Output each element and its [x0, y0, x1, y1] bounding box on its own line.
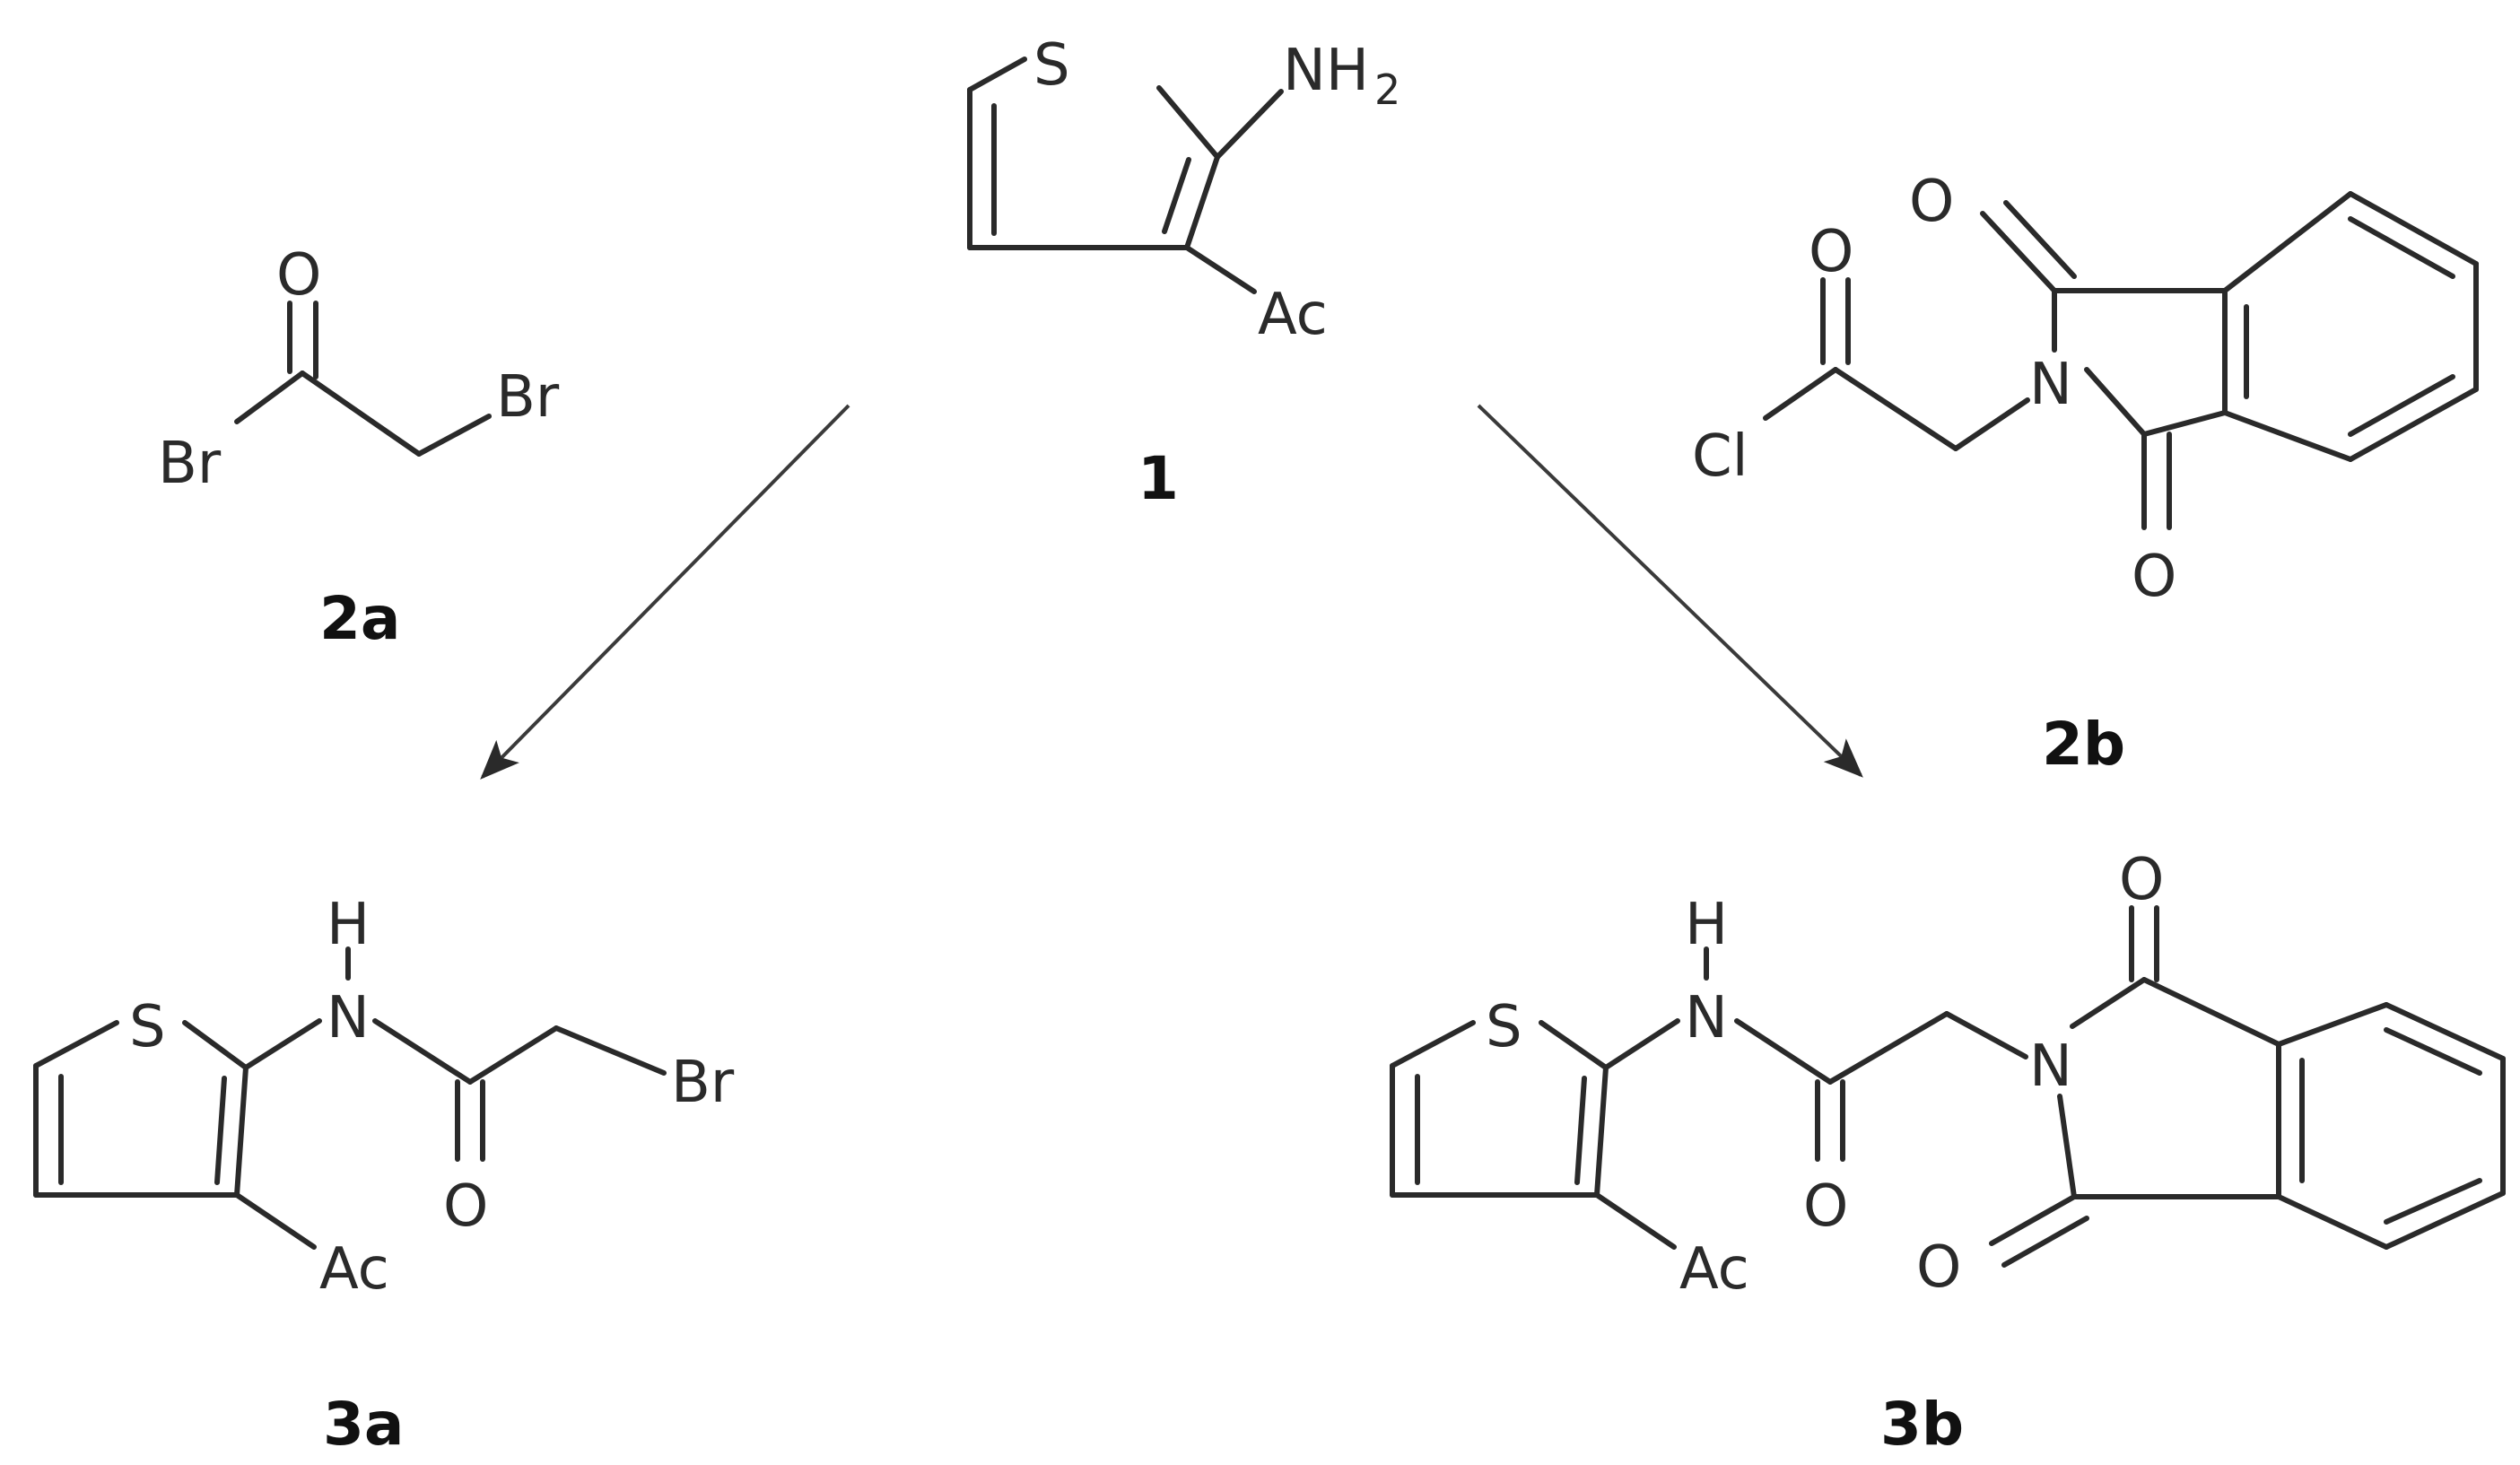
atom-s: S — [129, 994, 166, 1060]
atom-n: N — [1685, 985, 1728, 1051]
atom-o: O — [2119, 847, 2164, 913]
atom-h: H — [327, 892, 370, 958]
atom-o: O — [1803, 1173, 1848, 1240]
atom-o: O — [1916, 1234, 1961, 1301]
atom-s: S — [1033, 32, 1070, 99]
compound-3a: S H N Br O Ac — [33, 892, 735, 1303]
atom-o: O — [1909, 169, 1954, 235]
compound-2b: O O N Cl O — [1692, 169, 2479, 610]
atom-br: Br — [671, 1050, 735, 1116]
atom-o: O — [2132, 544, 2176, 610]
atom-h: H — [1685, 892, 1728, 958]
compound-label-3a: 3a — [323, 1390, 404, 1459]
atom-ac: Ac — [1679, 1236, 1749, 1303]
reaction-arrow-right — [1477, 404, 1863, 778]
atom-n: N — [2029, 1033, 2072, 1100]
atom-n: N — [327, 985, 370, 1051]
atom-o: O — [443, 1173, 488, 1240]
atom-n: N — [2029, 352, 2072, 418]
compound-label-2b: 2b — [2042, 710, 2125, 779]
atom-ac: Ac — [1258, 282, 1328, 348]
compound-2a: O Br Br — [158, 242, 560, 497]
atom-br: Br — [496, 364, 560, 431]
atom-o: O — [1809, 219, 1853, 285]
compound-label-1: 1 — [1138, 444, 1179, 513]
compound-3b: S H N O Ac N O O — [1390, 847, 2506, 1303]
compound-1: S NH 2 Ac — [967, 32, 1400, 348]
atom-h2-subscript: 2 — [1374, 65, 1400, 114]
compound-label-2a: 2a — [319, 584, 400, 653]
atom-ac: Ac — [319, 1236, 389, 1303]
compound-label-3b: 3b — [1880, 1390, 1964, 1459]
atom-o: O — [276, 242, 321, 309]
atom-br: Br — [158, 431, 222, 497]
atom-nh: NH — [1283, 38, 1369, 104]
atom-cl: Cl — [1692, 423, 1748, 490]
reaction-arrow-left — [480, 404, 850, 780]
atom-s: S — [1486, 994, 1522, 1060]
